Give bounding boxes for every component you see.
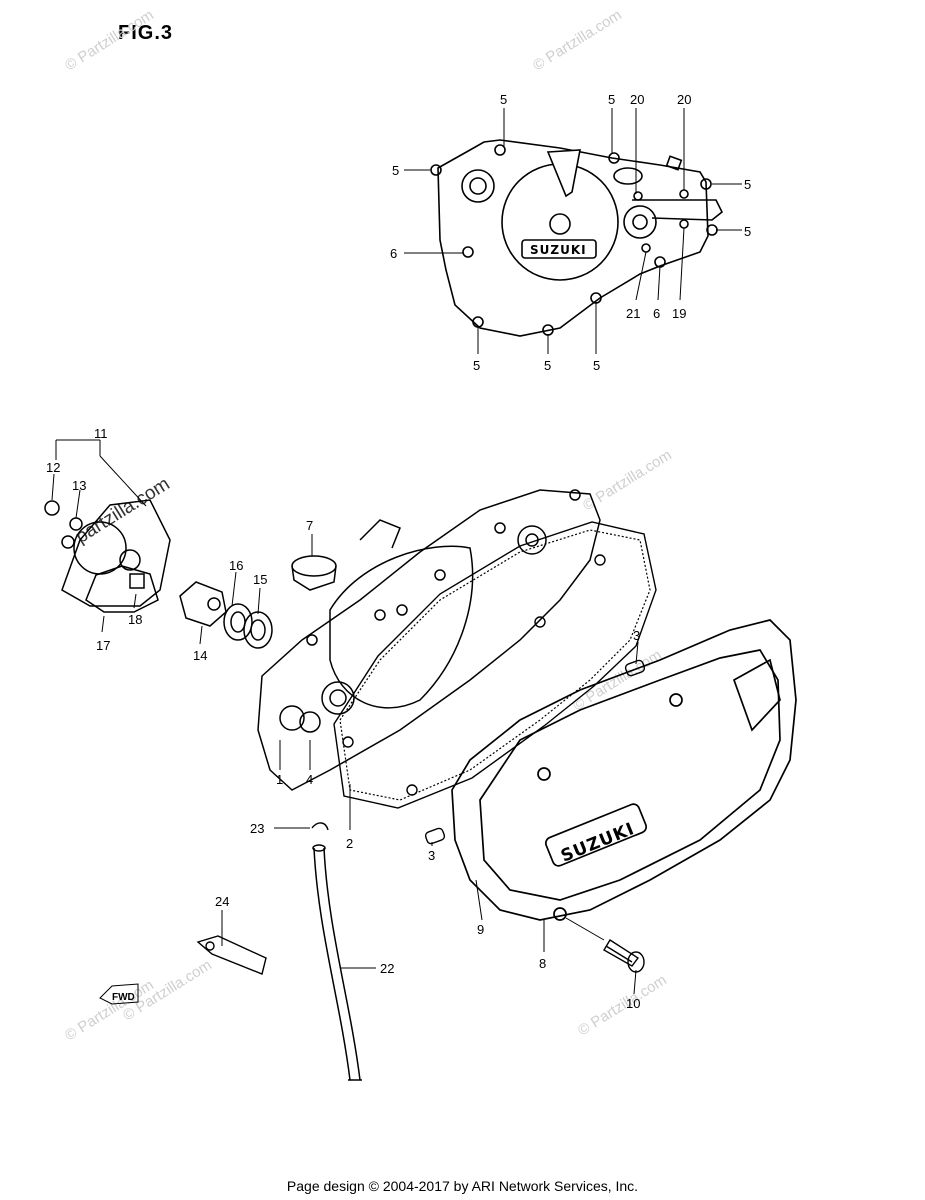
callout-5: 5	[473, 358, 480, 373]
callout-6: 6	[390, 246, 397, 261]
callout-15: 15	[253, 572, 267, 587]
oil-filler-cap	[291, 555, 337, 591]
callout-20: 20	[677, 92, 691, 107]
callout-3: 3	[633, 628, 640, 643]
upper-crankcase-cover	[430, 139, 724, 337]
callout-10: 10	[626, 996, 640, 1011]
callout-23: 23	[250, 821, 264, 836]
callout-20: 20	[630, 92, 644, 107]
hose-clamp	[311, 822, 329, 831]
callout-18: 18	[128, 612, 142, 627]
callout-6: 6	[653, 306, 660, 321]
callout-5: 5	[500, 92, 507, 107]
callout-5: 5	[744, 224, 751, 239]
callout-5: 5	[593, 358, 600, 373]
callout-17: 17	[96, 638, 110, 653]
callout-5: 5	[608, 92, 615, 107]
fwd-label: FWD	[112, 992, 135, 1003]
callout-22: 22	[380, 961, 394, 976]
callout-12: 12	[46, 460, 60, 475]
cover-gasket	[339, 529, 651, 801]
callout-3: 3	[428, 848, 435, 863]
dowel-pins	[424, 659, 646, 845]
callout-5: 5	[392, 163, 399, 178]
callout-2: 2	[346, 836, 353, 851]
callout-11: 11	[94, 426, 108, 441]
breather-hose	[312, 844, 362, 1081]
lower-leader-lines	[51, 439, 639, 995]
callout-9: 9	[477, 922, 484, 937]
callout-16: 16	[229, 558, 243, 573]
clutch-outer-cover	[451, 619, 797, 921]
fwd-arrow	[99, 983, 139, 1005]
upper-leader-lines	[404, 108, 742, 354]
figure-title: FIG.3	[118, 22, 174, 44]
impeller-and-seals	[179, 581, 273, 649]
callout-19: 19	[672, 306, 686, 321]
callout-13: 13	[72, 478, 86, 493]
callout-5: 5	[544, 358, 551, 373]
page-footer: Page design © 2004-2017 by ARI Network S…	[286, 1178, 639, 1194]
crankcase-cover-main	[257, 489, 601, 791]
brand-logo-upper: SUZUKI	[530, 243, 587, 257]
callout-14: 14	[193, 648, 207, 663]
callout-1: 1	[276, 772, 283, 787]
brand-logo-lower: SUZUKI	[558, 819, 638, 867]
cover-gasket-outline	[333, 521, 657, 809]
callout-24: 24	[215, 894, 229, 909]
callout-21: 21	[626, 306, 640, 321]
callout-5: 5	[744, 177, 751, 192]
callout-7: 7	[306, 518, 313, 533]
callout-4: 4	[306, 772, 313, 787]
hose-guide	[196, 935, 267, 975]
callout-8: 8	[539, 956, 546, 971]
cover-screw	[603, 939, 645, 973]
water-pump-cover	[44, 499, 171, 613]
